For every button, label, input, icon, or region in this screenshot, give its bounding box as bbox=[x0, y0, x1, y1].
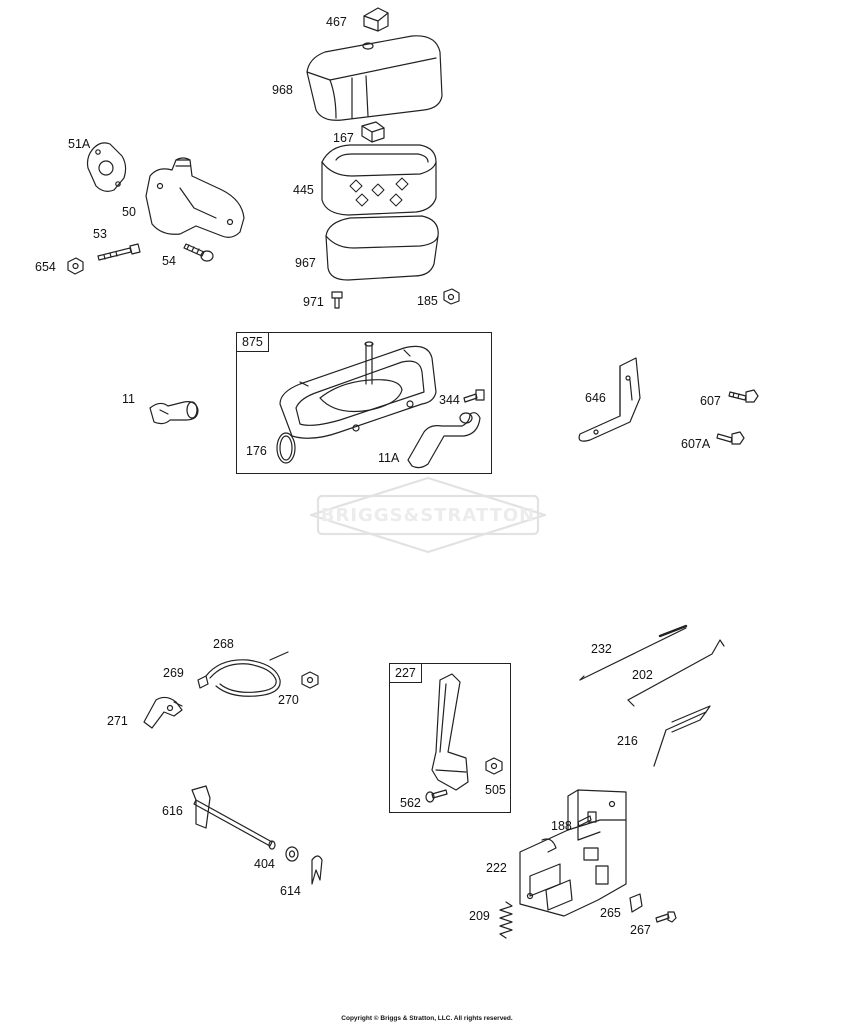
part-label-616: 616 bbox=[162, 804, 183, 818]
part-209-spring bbox=[499, 901, 513, 939]
part-label-265: 265 bbox=[600, 906, 621, 920]
group-227-box: 227 bbox=[389, 663, 511, 813]
part-875-base bbox=[279, 341, 437, 439]
part-label-51A: 51A bbox=[68, 137, 91, 151]
part-label-11: 11 bbox=[122, 392, 135, 406]
part-53-stud bbox=[97, 243, 141, 261]
part-270-nut bbox=[301, 671, 319, 689]
part-185-nut bbox=[443, 288, 460, 305]
part-505-nut bbox=[485, 757, 503, 775]
part-label-654: 654 bbox=[35, 260, 56, 274]
part-11A-tube bbox=[407, 412, 481, 469]
part-label-50: 50 bbox=[122, 205, 136, 219]
part-646-bracket bbox=[578, 357, 641, 442]
watermark-emblem bbox=[309, 476, 547, 554]
watermark: BRIGGS&STRATTON bbox=[314, 492, 542, 538]
part-label-344: 344 bbox=[439, 393, 460, 407]
part-label-505: 505 bbox=[485, 783, 506, 797]
part-label-614: 614 bbox=[280, 884, 301, 898]
part-188-screw bbox=[577, 811, 597, 827]
part-445-filter bbox=[321, 144, 437, 216]
part-268-cable bbox=[205, 651, 289, 697]
part-label-445: 445 bbox=[293, 183, 314, 197]
part-label-607: 607 bbox=[700, 394, 721, 408]
part-label-971: 971 bbox=[303, 295, 324, 309]
part-227-lever bbox=[431, 673, 469, 791]
part-label-646: 646 bbox=[585, 391, 606, 405]
part-562-screw bbox=[425, 789, 448, 803]
part-344-screw bbox=[463, 389, 485, 403]
part-971-screw bbox=[331, 291, 343, 309]
group-875-tag: 875 bbox=[236, 332, 269, 352]
part-label-11A: 11A bbox=[378, 451, 400, 465]
part-label-202: 202 bbox=[632, 668, 653, 682]
group-227-tag: 227 bbox=[389, 663, 422, 683]
copyright-notice: Copyright © Briggs & Stratton, LLC. All … bbox=[341, 1015, 513, 1022]
part-label-562: 562 bbox=[400, 796, 421, 810]
part-label-188: 188 bbox=[551, 819, 572, 833]
part-label-185: 185 bbox=[417, 294, 438, 308]
part-968-cover bbox=[306, 35, 443, 121]
part-967-precleaner bbox=[325, 215, 439, 281]
part-label-216: 216 bbox=[617, 734, 638, 748]
part-54-screw bbox=[183, 243, 214, 262]
part-label-167: 167 bbox=[333, 131, 354, 145]
part-label-176: 176 bbox=[246, 444, 267, 458]
part-label-267: 267 bbox=[630, 923, 651, 937]
part-202-rod bbox=[627, 639, 725, 707]
part-265-clip bbox=[629, 893, 643, 913]
part-label-268: 268 bbox=[213, 637, 234, 651]
part-404-washer bbox=[285, 846, 299, 862]
part-11-elbow bbox=[149, 401, 199, 425]
group-875-box: 875 bbox=[236, 332, 492, 474]
part-167-grommet bbox=[361, 121, 385, 143]
part-614-pin bbox=[311, 855, 323, 885]
part-label-232: 232 bbox=[591, 642, 612, 656]
part-232-link bbox=[579, 624, 688, 681]
part-label-269: 269 bbox=[163, 666, 184, 680]
part-label-968: 968 bbox=[272, 83, 293, 97]
part-467-cap bbox=[363, 7, 389, 32]
part-654-nut bbox=[67, 257, 84, 275]
part-216-link bbox=[653, 705, 711, 767]
part-271-lever bbox=[143, 696, 183, 729]
part-label-967: 967 bbox=[295, 256, 316, 270]
part-607-screw bbox=[728, 389, 759, 403]
part-176-oring bbox=[276, 432, 296, 464]
part-label-222: 222 bbox=[486, 861, 507, 875]
part-267-screw bbox=[655, 911, 677, 923]
part-label-209: 209 bbox=[469, 909, 490, 923]
part-label-467: 467 bbox=[326, 15, 347, 29]
part-label-270: 270 bbox=[278, 693, 299, 707]
part-222-bracket bbox=[519, 789, 627, 917]
part-label-271: 271 bbox=[107, 714, 128, 728]
part-label-53: 53 bbox=[93, 227, 107, 241]
part-269-clip bbox=[197, 675, 209, 689]
part-label-607A: 607A bbox=[681, 437, 711, 451]
part-616-shaft bbox=[191, 785, 276, 850]
part-607A-screw bbox=[716, 431, 745, 445]
part-label-54: 54 bbox=[162, 254, 176, 268]
part-label-404: 404 bbox=[254, 857, 275, 871]
part-51A-gasket bbox=[86, 142, 127, 192]
part-50-elbow bbox=[145, 157, 245, 238]
watermark-text: BRIGGS&STRATTON bbox=[320, 504, 536, 526]
